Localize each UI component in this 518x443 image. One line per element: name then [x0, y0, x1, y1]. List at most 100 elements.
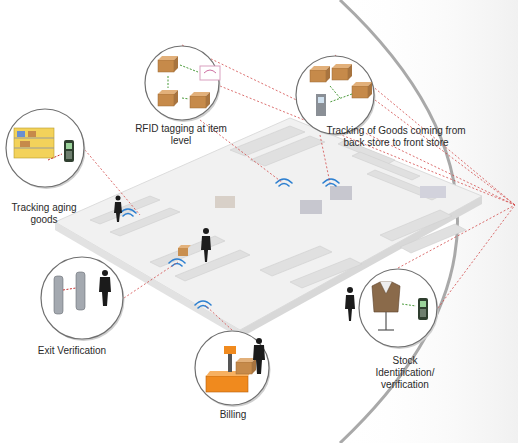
clothing-racks-part — [420, 186, 446, 198]
rfid-tagging-icon-part — [168, 65, 198, 99]
exit-gate-icon-part — [54, 276, 63, 314]
exit-gate-icon-part — [99, 270, 111, 306]
billing-icon-part — [228, 352, 232, 372]
wifi-icons-part — [120, 209, 136, 216]
circle-outline — [295, 55, 375, 135]
circle-border — [145, 46, 219, 120]
station-circle: Billing — [194, 330, 270, 406]
stock-verification-icon-part — [372, 282, 400, 312]
wifi-icons-part — [169, 259, 185, 266]
station-label: Exit Verification — [36, 345, 108, 357]
rfid-tagging-icon — [158, 56, 220, 108]
circle-border — [41, 257, 123, 339]
people-part — [114, 202, 122, 222]
aging-goods-icon-part — [17, 131, 25, 137]
circle-border — [359, 269, 437, 347]
back-to-front-icon-part — [332, 64, 352, 80]
circle-border — [6, 109, 84, 187]
wifi-icons — [120, 179, 339, 308]
station-circle: RFID tagging at item level — [144, 45, 220, 121]
stock-verification-icon-part — [378, 329, 394, 330]
exit-gate-icon-part — [63, 288, 76, 290]
store-boxes — [178, 245, 191, 256]
shelves-part — [250, 136, 325, 166]
aging-goods-icon-part — [28, 131, 36, 137]
station-circle: Stock Identification/ verification — [358, 268, 438, 348]
station-circle: Tracking of Goods coming from back store… — [295, 55, 375, 135]
stock-verification-icon-part — [402, 304, 416, 306]
leader-lines-part — [398, 205, 515, 268]
wifi-icons-part — [323, 179, 339, 186]
billing-icon-part — [236, 358, 256, 374]
people-part — [116, 196, 121, 201]
station-label: Billing — [192, 409, 274, 421]
back-to-front-icon-part — [316, 94, 326, 116]
station-label: Stock Identification/ verification — [362, 355, 448, 391]
back-to-front-icon-part — [318, 97, 324, 103]
aging-goods-icon-part — [48, 154, 62, 160]
circle-outline — [358, 268, 438, 348]
station-label: Tracking of Goods coming from back store… — [326, 125, 466, 149]
wifi-icons-part — [276, 179, 292, 186]
circle-outline — [144, 45, 220, 121]
clothing-racks-part — [215, 196, 235, 208]
people — [114, 196, 355, 322]
circle-border — [195, 331, 269, 405]
people-part — [345, 295, 355, 321]
leader-lines — [85, 45, 515, 330]
leader-lines-part — [375, 100, 515, 205]
shelves — [90, 126, 466, 288]
rfid-tagging-icon-part — [204, 70, 216, 73]
back-to-front-icon-part — [352, 82, 372, 98]
leader-lines-part — [438, 205, 515, 308]
stock-verification-icon-part — [380, 282, 392, 294]
rfid-tagging-icon-part — [190, 92, 210, 108]
back-to-front-icon-part — [330, 86, 352, 102]
station-circle: Tracking aging goods — [5, 108, 85, 188]
clothing-racks-part — [300, 200, 322, 214]
stock-verification-icon-part — [418, 298, 428, 320]
store-boxes-part — [178, 248, 188, 256]
billing-icon-part — [253, 338, 265, 374]
people-part — [347, 287, 353, 293]
store-boxes-part — [178, 245, 191, 248]
aging-goods-icon-part — [64, 140, 74, 162]
circle-outline — [5, 108, 85, 188]
people-part — [201, 236, 211, 262]
station-label: RFID tagging at item level — [135, 123, 227, 147]
exit-gate-icon — [54, 270, 111, 314]
aging-goods-icon-part — [14, 147, 54, 148]
aging-goods-icon-part — [20, 141, 30, 147]
leader-lines-part — [320, 135, 330, 183]
clothing-racks-part — [330, 186, 352, 200]
rfid-tagging-icon-part — [200, 66, 220, 80]
exit-gate-icon-part — [76, 272, 85, 310]
aging-goods-icon-part — [14, 128, 54, 158]
billing-icon — [206, 338, 265, 392]
leader-lines-part — [85, 150, 140, 215]
rfid-tagging-icon-part — [158, 56, 178, 72]
shelves-part — [400, 224, 466, 253]
leader-lines-part — [182, 45, 515, 205]
station-circle: Exit Verification — [40, 256, 124, 340]
billing-icon-part — [206, 371, 252, 376]
circle-outline — [194, 330, 270, 406]
wifi-icons-part — [195, 301, 211, 308]
aging-goods-icon — [14, 128, 74, 162]
aging-goods-icon-part — [14, 137, 54, 138]
shelves-part — [290, 258, 362, 288]
leader-lines-part — [124, 262, 178, 298]
stock-verification-icon — [372, 282, 428, 330]
billing-icon-part — [224, 346, 236, 354]
station-label: Tracking aging goods — [2, 202, 86, 226]
back-to-front-icon-part — [310, 66, 330, 82]
rfid-tagging-icon-part — [158, 90, 178, 106]
leader-lines-part — [205, 305, 232, 330]
stock-verification-icon-part — [385, 312, 386, 330]
circle-outline — [40, 256, 124, 340]
circle-border — [296, 56, 374, 134]
clothing-racks — [215, 186, 446, 214]
